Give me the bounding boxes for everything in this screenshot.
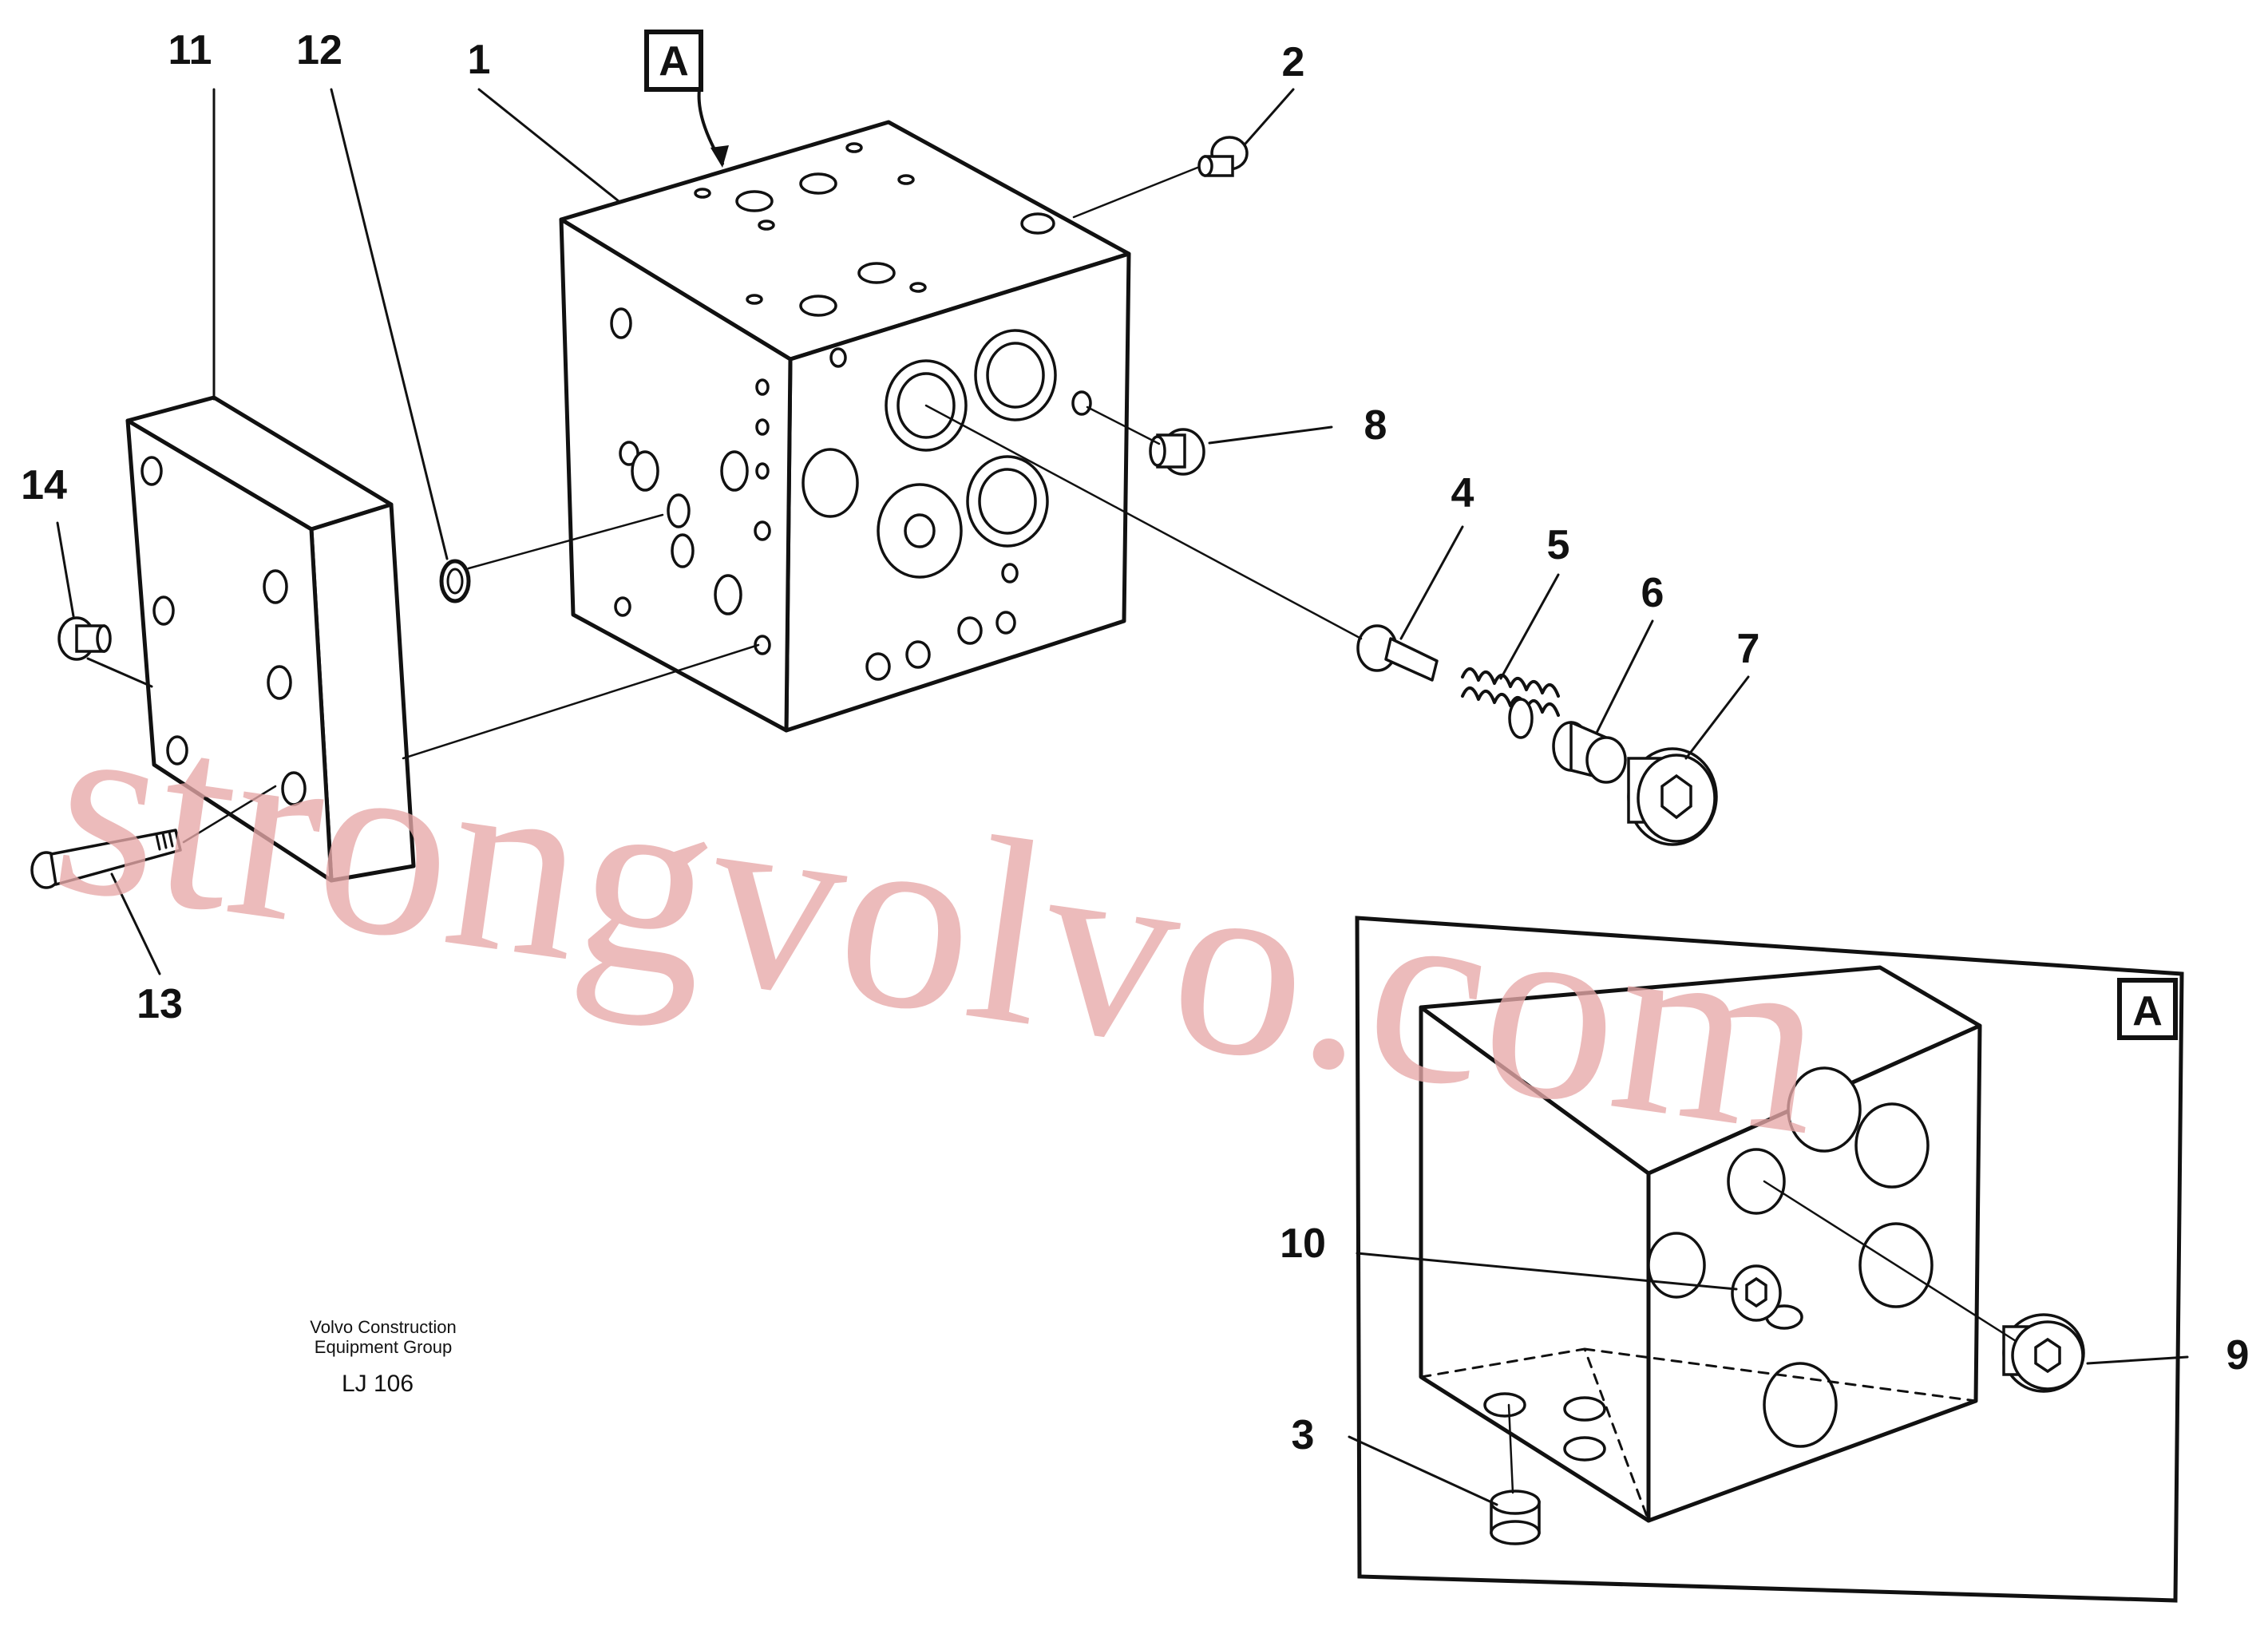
callout-8: 8 (1364, 402, 1387, 449)
plug-8 (1149, 428, 1205, 476)
callout-1: 1 (468, 37, 491, 83)
cover-plate (125, 395, 416, 883)
footer: Volvo Construction Equipment Group LJ 10… (310, 1317, 456, 1397)
valve-block-main (559, 120, 1131, 733)
callout-10: 10 (1280, 1220, 1326, 1267)
view-marker-label: A (659, 38, 689, 85)
view-marker-box: A (644, 30, 703, 92)
drawing-code: LJ 106 (342, 1371, 414, 1397)
callout-11: 11 (168, 27, 212, 73)
callout-14: 14 (21, 462, 67, 508)
callout-7: 7 (1737, 626, 1760, 672)
callout-5: 5 (1547, 522, 1570, 568)
callout-2: 2 (1282, 39, 1305, 85)
leader-lines (56, 88, 2189, 1506)
company-name-line2: Equipment Group (315, 1337, 452, 1357)
company-name-line1: Volvo Construction (310, 1317, 456, 1337)
inset-marker-box: A (2117, 978, 2178, 1040)
callout-12: 12 (296, 27, 342, 73)
detail-view-inset (1355, 916, 2184, 1603)
callout-6: 6 (1641, 570, 1664, 616)
callout-9: 9 (2226, 1332, 2250, 1379)
plug-14 (57, 616, 112, 661)
callout-labels: 1 2 3 4 5 6 7 8 9 10 11 12 13 14 (21, 27, 2249, 1458)
callout-4: 4 (1451, 470, 1474, 516)
callout-3: 3 (1292, 1412, 1315, 1458)
valve-spool-assembly (1356, 624, 1718, 846)
o-ring (439, 559, 471, 603)
bolt-13 (30, 829, 182, 889)
plug-2 (1197, 136, 1249, 177)
callout-13: 13 (137, 981, 183, 1027)
inset-marker-label: A (2132, 988, 2163, 1035)
